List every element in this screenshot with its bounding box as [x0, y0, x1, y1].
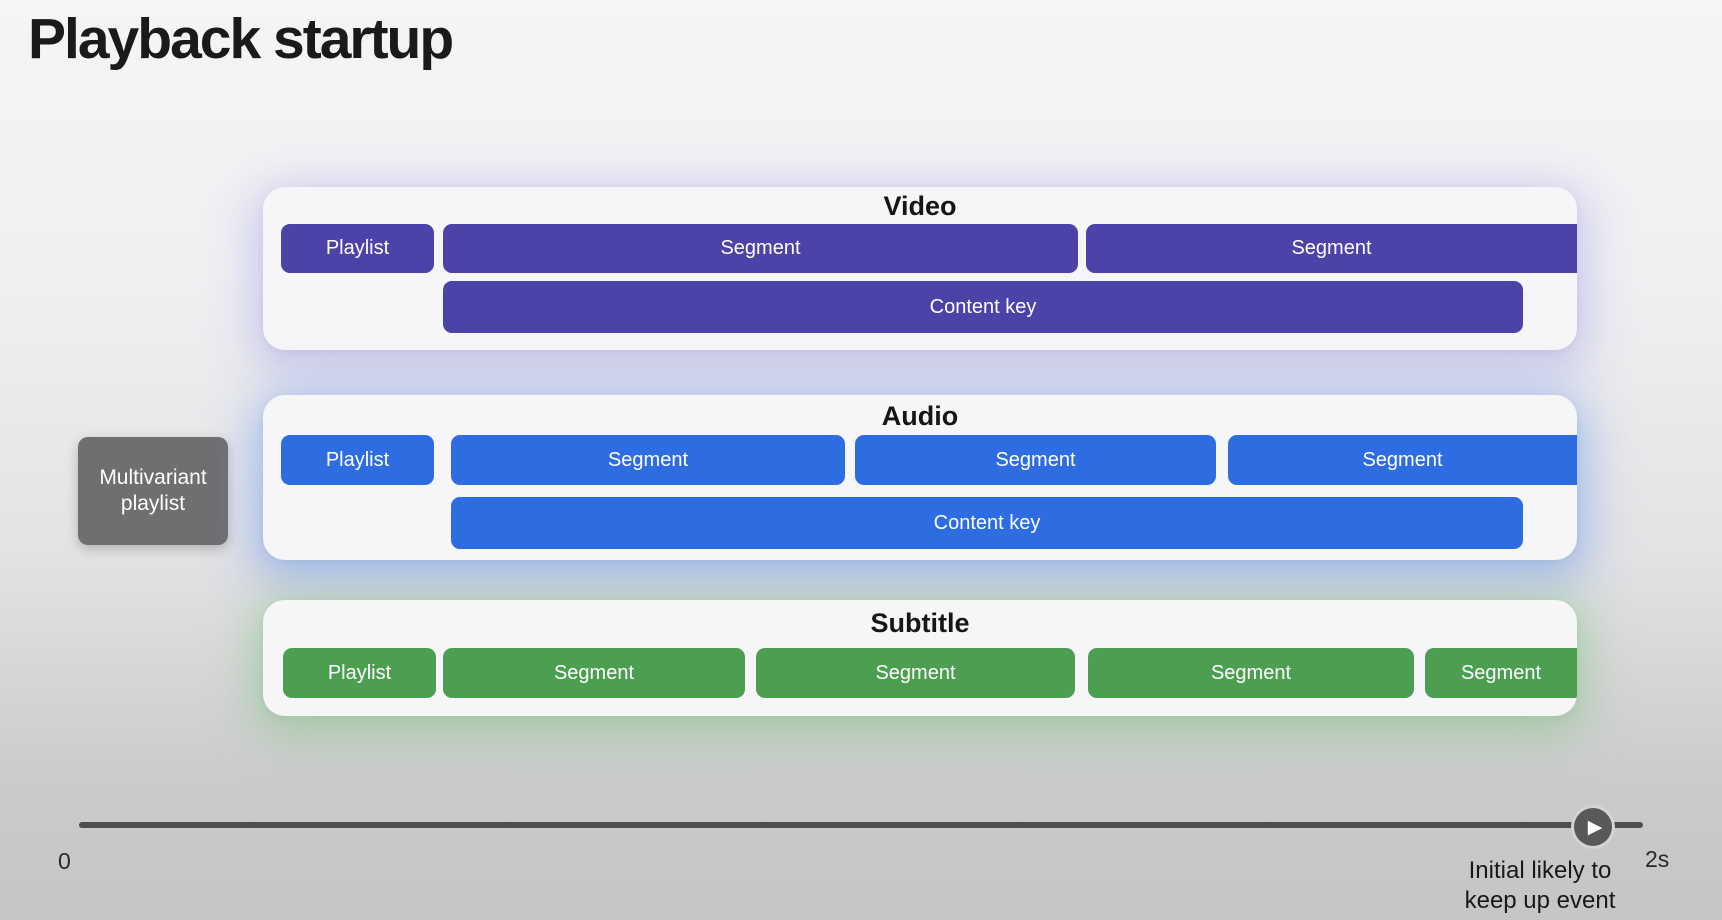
- subtitle-track-card: Subtitle Playlist Segment Segment Segmen…: [263, 600, 1577, 716]
- video-segment-bar: Segment: [443, 224, 1078, 273]
- audio-content-key-bar: Content key: [451, 497, 1523, 549]
- play-icon: ▶: [1587, 816, 1603, 838]
- multivariant-playlist-box: Multivariant playlist: [78, 437, 228, 545]
- timeline-start-label: 0: [58, 848, 71, 874]
- audio-track-card: Audio Playlist Segment Segment Segment C…: [263, 395, 1577, 560]
- video-track-title: Video: [883, 191, 957, 221]
- slide-title: Playback startup: [28, 7, 454, 71]
- audio-playlist-bar: Playlist: [281, 435, 434, 485]
- timeline-marker-caption: Initial likely to keep up event: [1464, 857, 1616, 914]
- video-segment-bar: Segment: [1086, 224, 1577, 273]
- subtitle-segment-bar: Segment: [443, 648, 745, 698]
- subtitle-segment-bar: Segment: [756, 648, 1075, 698]
- subtitle-segment-bar: Segment: [1425, 648, 1577, 698]
- subtitle-segment-bar: Segment: [1088, 648, 1414, 698]
- audio-segment-bar: Segment: [855, 435, 1216, 485]
- subtitle-playlist-bar: Playlist: [283, 648, 436, 698]
- video-track-card: Video Playlist Segment Segment Content k…: [263, 187, 1577, 350]
- audio-track-title: Audio: [881, 401, 959, 431]
- video-playlist-bar: Playlist: [281, 224, 434, 273]
- audio-segment-bar: Segment: [451, 435, 845, 485]
- video-content-key-bar: Content key: [443, 281, 1523, 333]
- timeline-line: [79, 822, 1643, 828]
- subtitle-track-title: Subtitle: [870, 608, 970, 638]
- audio-segment-bar: Segment: [1228, 435, 1577, 485]
- timeline-end-label: 2s: [1645, 846, 1670, 872]
- play-marker: ▶: [1571, 805, 1615, 849]
- multivariant-playlist-label: Multivariant playlist: [99, 466, 207, 515]
